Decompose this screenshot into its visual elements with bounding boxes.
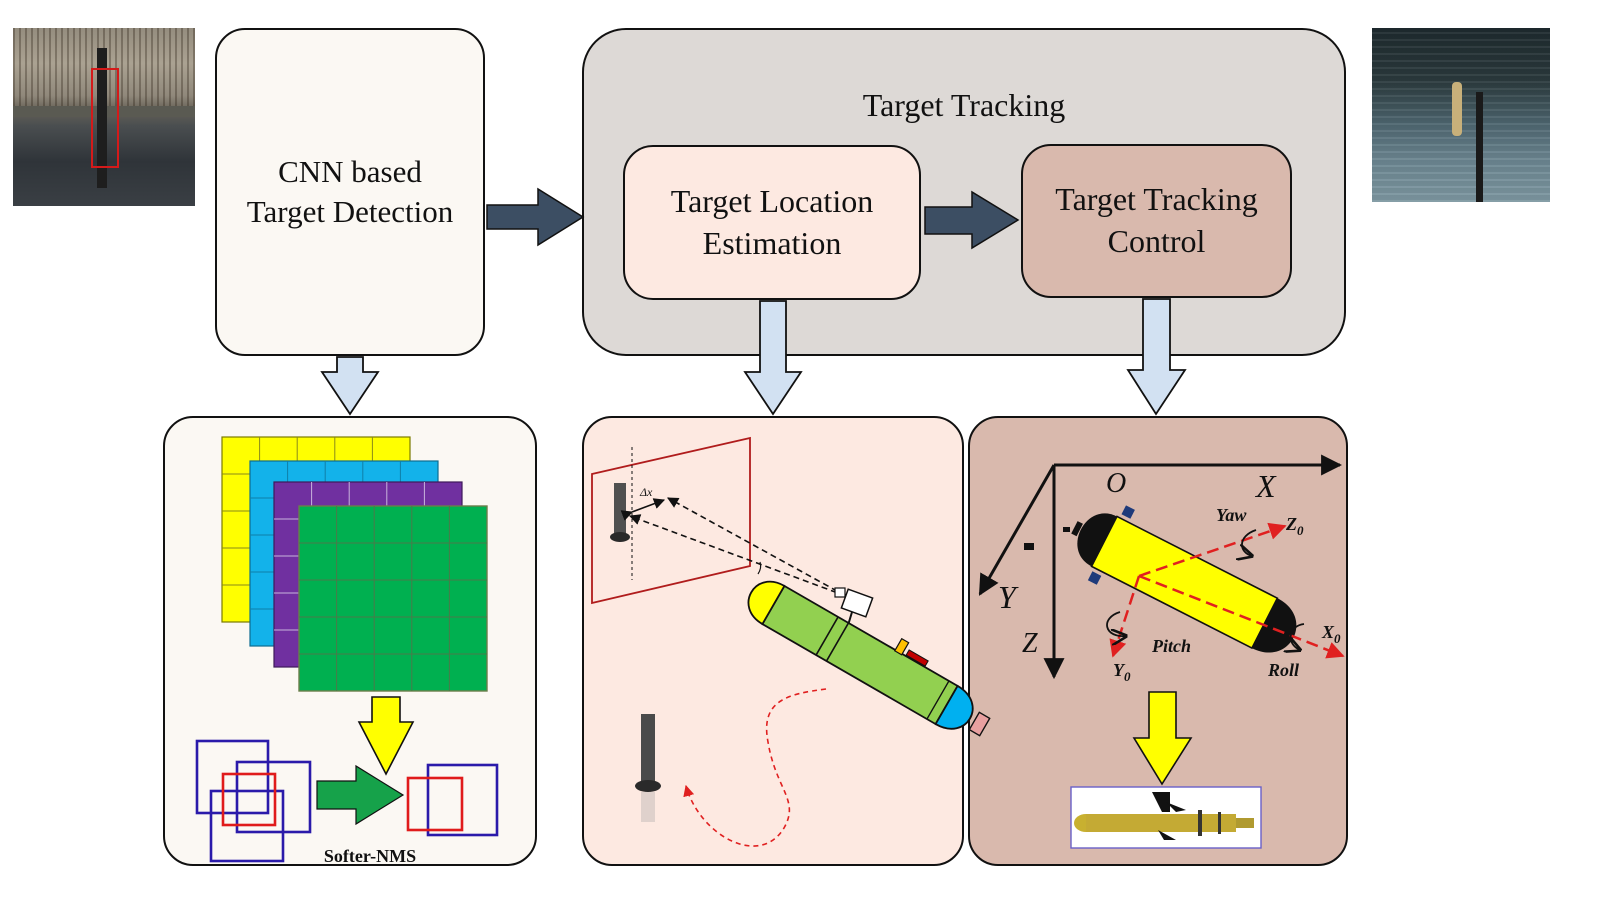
- target-tracking-control-block: Target Tracking Control: [1021, 144, 1292, 298]
- target-location-estimation-block: Target Location Estimation: [623, 145, 921, 300]
- target-tracking-title: Target Tracking: [862, 87, 1066, 124]
- yaw-label: Yaw: [1216, 505, 1247, 525]
- offset-arrow: [620, 498, 666, 521]
- cnn-target-detection-block: CNN based Target Detection: [215, 28, 485, 356]
- final-boxes: [406, 763, 499, 837]
- z0-label: Z0: [1285, 514, 1304, 538]
- feature-map-green: [298, 505, 488, 692]
- arrow-down-control: [1126, 298, 1187, 416]
- y-axis-label: Y: [998, 579, 1019, 615]
- sight-line-target: [628, 514, 847, 597]
- arrow-down-detection: [320, 356, 380, 416]
- vehicle-trajectory: [683, 688, 827, 847]
- overlapping-boxes: [195, 739, 312, 863]
- target-pole-in-plane: [610, 483, 630, 542]
- yellow-arrow-control: [1132, 691, 1193, 786]
- x0-label: X0: [1321, 622, 1341, 646]
- y-axis: [978, 464, 1056, 596]
- auv-photo: [1070, 786, 1262, 849]
- angle-arc: [757, 561, 762, 575]
- softer-nms-label: Softer-NMS: [324, 846, 416, 866]
- marker-dash-2: [1063, 527, 1070, 532]
- delta-x-label: Δx: [639, 485, 653, 499]
- vehicle-body-frame: [1071, 505, 1297, 653]
- roll-rotation-icon: [1291, 623, 1305, 650]
- pitch-rotation-icon: [1106, 611, 1126, 636]
- yellow-arrow-nms: [357, 696, 415, 776]
- origin-label: O: [1106, 468, 1126, 499]
- camera-icon: [834, 587, 874, 633]
- green-arrow-nms: [316, 764, 405, 826]
- roll-label: Roll: [1267, 660, 1299, 680]
- arrow-detection-to-tracking: [486, 187, 585, 247]
- x-axis-label: X: [1254, 468, 1277, 504]
- target-pole-ground: [635, 714, 661, 822]
- detection-photo: [13, 28, 195, 206]
- arrow-location-to-control: [924, 190, 1020, 250]
- marker-dash-1: [1024, 543, 1034, 550]
- z-axis-label: Z: [1022, 628, 1038, 659]
- image-plane: [591, 436, 751, 605]
- body-x-axis: [1138, 574, 1345, 659]
- arrow-down-location: [743, 300, 803, 416]
- body-y-axis: [1109, 575, 1141, 658]
- pitch-label: Pitch: [1151, 636, 1191, 656]
- yaw-rotation-icon: [1242, 529, 1257, 556]
- body-z-axis: [1138, 522, 1287, 578]
- tracking-photo: [1372, 28, 1550, 202]
- sight-line-center: [667, 497, 847, 597]
- y0-label: Y0: [1113, 660, 1131, 684]
- auv-vehicle: [747, 580, 991, 737]
